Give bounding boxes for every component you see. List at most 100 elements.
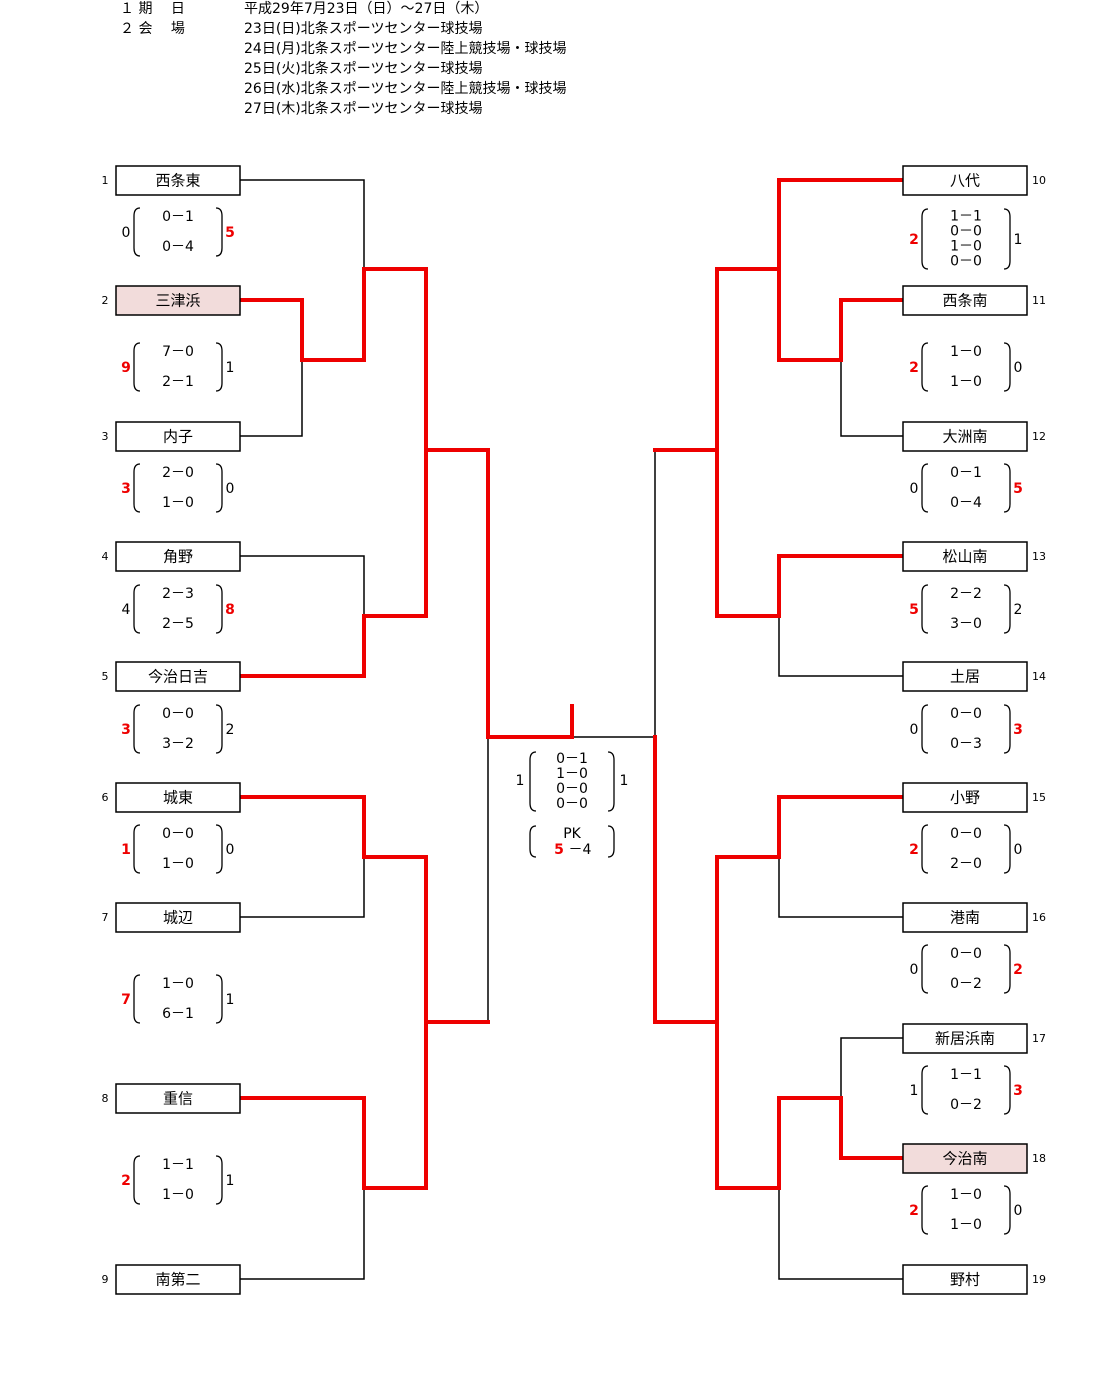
seed-number: 9 [102, 1273, 109, 1286]
period-score: 0－1 [162, 209, 194, 225]
team-name: 港南 [950, 909, 980, 927]
right-bracket [1003, 584, 1011, 634]
right-total: 1 [226, 992, 235, 1008]
left-bracket [921, 342, 929, 392]
period-score: 7－0 [162, 344, 194, 360]
left-bracket [921, 704, 929, 754]
final-period-score: 1－0 [556, 766, 588, 782]
left-total: 5 [909, 602, 919, 618]
venue-day-3: 25日(火)北条スポーツセンター球技場 [244, 61, 483, 77]
period-value: 平成29年7月23日（日）～27日（木） [244, 1, 489, 17]
team-name: 城辺 [163, 909, 193, 927]
team-name: 南第二 [155, 1271, 200, 1289]
right-total: 3 [1013, 1083, 1023, 1099]
seed-number: 12 [1032, 430, 1046, 443]
left-total: 7 [121, 992, 131, 1008]
pk-label: PK [563, 826, 581, 842]
team-name: 城東 [163, 789, 193, 807]
team-box [902, 1264, 1028, 1295]
period-score: 1－0 [162, 856, 194, 872]
right-bracket [1003, 944, 1011, 994]
left-total: 9 [121, 360, 131, 376]
team-6: 城東 6 [102, 782, 241, 813]
period-score: 0－4 [950, 495, 982, 511]
final-period-score: 0－0 [556, 781, 588, 797]
right-bracket [215, 463, 223, 513]
final-right-bracket [607, 751, 615, 812]
right-bracket [215, 342, 223, 392]
winning-path-yashiro [653, 178, 905, 452]
team-box [902, 165, 1028, 196]
period-score: 0－1 [950, 465, 982, 481]
left-total: 2 [909, 360, 919, 376]
venue-day-1: 23日(日)北条スポーツセンター球技場 [244, 21, 483, 37]
left-bracket [133, 824, 141, 874]
team-box [115, 782, 241, 813]
winning-path-imabari-minami [715, 1020, 905, 1190]
right-bracket [215, 584, 223, 634]
team-name: 野村 [950, 1271, 980, 1289]
team-name: 重信 [163, 1090, 193, 1108]
final-period-score: 0－1 [556, 751, 588, 767]
left-total: 0 [122, 225, 131, 241]
seed-number: 13 [1032, 550, 1046, 563]
seed-number: 10 [1032, 174, 1046, 187]
team-box [115, 661, 241, 692]
right-bracket [1003, 342, 1011, 392]
pk-right-bracket [607, 825, 615, 858]
period-score: 0－0 [950, 254, 982, 270]
period-score: 1－1 [950, 209, 982, 225]
left-total: 2 [909, 1203, 919, 1219]
left-total: 2 [121, 1173, 131, 1189]
right-total: 5 [1013, 481, 1023, 497]
team-box [902, 541, 1028, 572]
team-box [115, 541, 241, 572]
period-score: 1－0 [950, 374, 982, 390]
right-total: 3 [1013, 722, 1023, 738]
left-bracket [921, 584, 929, 634]
team-4: 角野4 [102, 541, 241, 572]
pk-left-bracket [529, 825, 537, 858]
seed-number: 3 [102, 430, 109, 443]
period-score: 0－3 [950, 736, 982, 752]
team-box [902, 1023, 1028, 1054]
seed-number: 16 [1032, 911, 1046, 924]
period-score: 3－2 [162, 736, 194, 752]
team-box [902, 902, 1028, 933]
right-bracket [215, 207, 223, 257]
team-name: 八代 [950, 172, 980, 190]
line-r1-4 [239, 555, 365, 617]
team-16: 港南 16 [902, 902, 1046, 933]
team-10: 八代 10 [902, 165, 1046, 196]
seed-number: 6 [102, 791, 109, 804]
team-name: 三津浜 [155, 292, 200, 310]
right-total: 8 [225, 602, 235, 618]
right-bracket [1003, 704, 1011, 754]
team-box [902, 661, 1028, 692]
winning-path-saijo-minami [777, 267, 905, 362]
right-total: 0 [1014, 360, 1023, 376]
right-bracket [1003, 1185, 1011, 1235]
team-name: 内子 [163, 428, 193, 446]
line-r1-12 [840, 359, 904, 437]
seed-number: 4 [102, 550, 109, 563]
left-total: 2 [909, 232, 919, 248]
period-score: 0－0 [162, 826, 194, 842]
period-score: 1－0 [950, 1217, 982, 1233]
right-bracket [215, 974, 223, 1024]
left-total: 4 [122, 602, 131, 618]
final-period-score: 0－0 [556, 796, 588, 812]
seed-number: 19 [1032, 1273, 1046, 1286]
